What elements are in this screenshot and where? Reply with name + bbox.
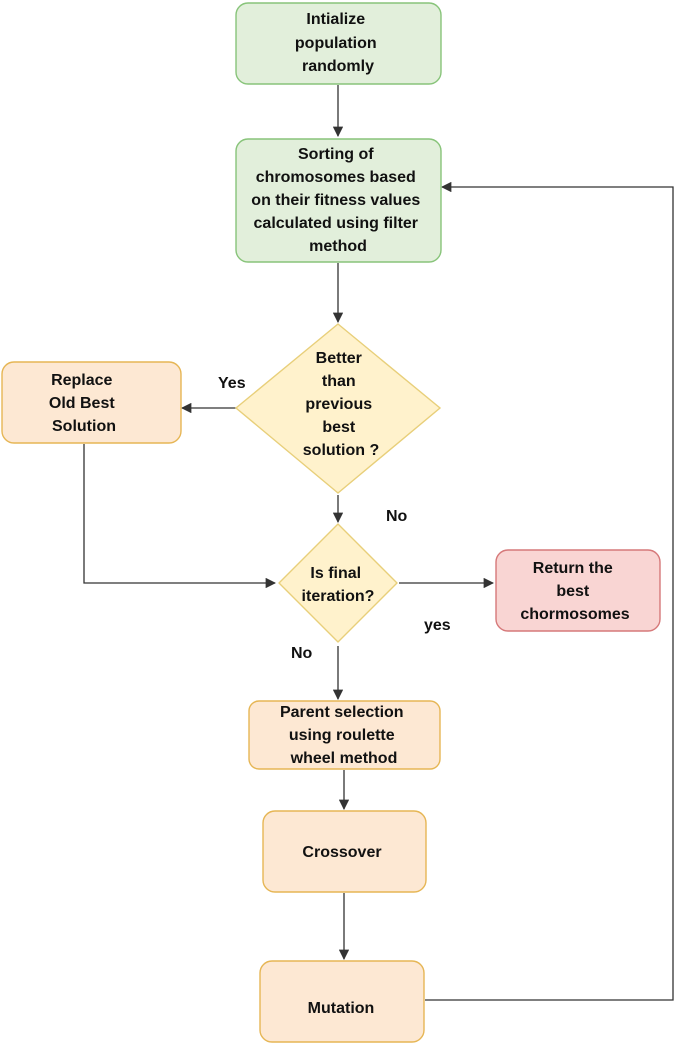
node-parent-line-3: wheel method: [290, 750, 398, 767]
node-final-line-2: iteration?: [302, 588, 375, 605]
edge-mutation-loop-to-sort: [425, 181, 674, 1001]
node-sort-line-1: Sorting of: [298, 146, 374, 163]
node-sort-line-2: chromosomes based: [256, 169, 416, 186]
svg-text:Parent selection using r: Parent selection using roulette wheel me…: [280, 704, 408, 767]
node-replace-line-2: Old Best: [49, 395, 115, 412]
edge-label-no-better: No: [386, 508, 408, 525]
edges: [83, 85, 674, 1001]
node-replace-line-3: Solution: [52, 418, 116, 435]
node-init-line-2: population: [295, 35, 377, 52]
node-init-line-1: Intialize: [306, 11, 365, 28]
svg-text:Return the best ch: Return the best chormosomes: [520, 560, 629, 623]
node-sort-line-4: calculated using filter: [254, 215, 418, 232]
node-replace-line-1: Replace: [51, 372, 112, 389]
svg-text:Crossover: Crossover: [302, 844, 381, 861]
node-sort: Sorting of chromosomes based on their fi…: [235, 138, 442, 263]
node-final-decision: Is final iteration?: [278, 523, 398, 643]
svg-text:Intialize population: Intialize population randomly: [295, 11, 381, 75]
svg-text:Is final iteration?: Is final iteration?: [302, 565, 375, 605]
node-replace: Replace Old Best Solution: [1, 361, 182, 444]
node-init-line-3: randomly: [302, 58, 374, 75]
svg-text:Replace Old Best S: Replace Old Best Solution: [49, 372, 119, 435]
node-better-line-5: solution ?: [303, 442, 379, 459]
node-return-line-2: best: [556, 583, 590, 600]
node-sort-line-3: on their fitness values: [251, 192, 420, 209]
node-return-line-1: Return the: [533, 560, 613, 577]
node-parent-line-1: Parent selection: [280, 704, 404, 721]
node-final-line-1: Is final: [310, 565, 361, 582]
node-mutation: Mutation: [259, 960, 425, 1043]
node-better-line-1: Better: [316, 350, 362, 367]
node-crossover: Crossover: [262, 810, 427, 893]
node-better-line-3: previous: [305, 396, 372, 413]
node-crossover-label: Crossover: [302, 844, 381, 861]
edge-label-no-final: No: [291, 645, 313, 662]
edge-replace-to-final: [83, 444, 277, 589]
node-init: Intialize population randomly: [235, 2, 442, 85]
svg-text:Better than previo: Better than previous best solution ?: [303, 350, 379, 459]
node-return: Return the best chormosomes: [495, 549, 661, 632]
node-mutation-label: Mutation: [308, 1000, 375, 1017]
edge-label-yes-replace: Yes: [218, 375, 246, 392]
svg-text:Sorting of chromosomes b: Sorting of chromosomes based on their fi…: [251, 146, 424, 255]
node-better-line-4: best: [322, 419, 356, 436]
node-return-line-3: chormosomes: [520, 606, 629, 623]
svg-text:Mutation: Mutation: [308, 1000, 375, 1017]
node-sort-line-5: method: [309, 238, 367, 255]
node-better-decision: Better than previous best solution ?: [234, 323, 442, 494]
node-better-line-2: than: [322, 373, 356, 390]
node-parent-selection: Parent selection using roulette wheel me…: [248, 700, 441, 770]
edge-label-yes-final: yes: [424, 617, 451, 634]
node-parent-line-2: using roulette: [289, 727, 395, 744]
